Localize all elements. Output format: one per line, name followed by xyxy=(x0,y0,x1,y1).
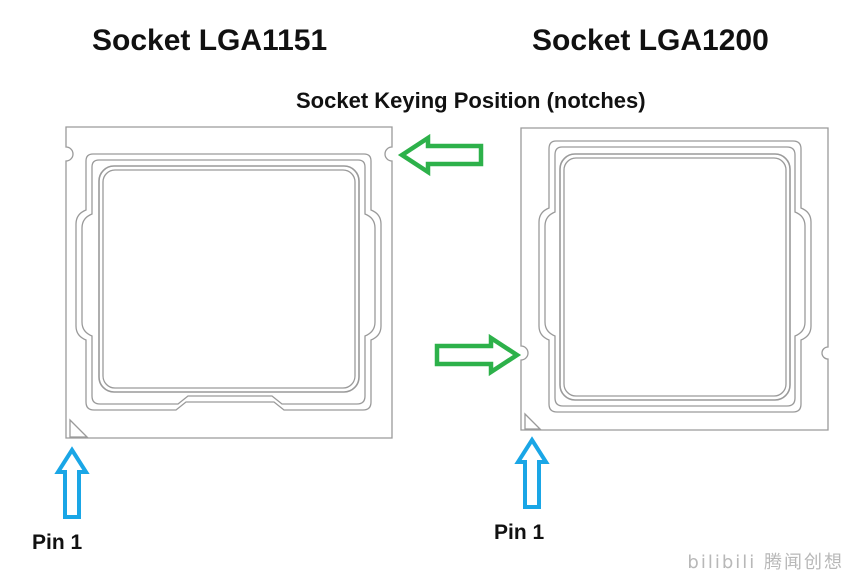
lga1151-title: Socket LGA1151 xyxy=(92,24,328,57)
lga1200-substrate-outline xyxy=(520,127,829,431)
pin1-label-lga1151: Pin 1 xyxy=(32,531,83,554)
lga1151-die-plate-inner xyxy=(102,169,356,389)
lga1151-ihs-inner-contour xyxy=(81,159,376,405)
lga1200-die-plate-inner xyxy=(563,157,787,397)
lga1151-die-plate xyxy=(98,165,360,393)
lga1151-cpu xyxy=(65,126,393,439)
lga1151-ihs-outer-contour xyxy=(75,153,382,411)
keying-position-caption: Socket Keying Position (notches) xyxy=(296,88,646,113)
lga1200-die-plate xyxy=(559,153,791,401)
lga1200-ihs-inner-contour xyxy=(544,146,806,407)
lga1200-pin1-triangle xyxy=(524,412,542,430)
lga1151-pin1-triangle xyxy=(69,418,89,438)
arrow-right-icon xyxy=(434,333,522,377)
lga1200-cpu xyxy=(520,127,829,431)
arrow-up-icon xyxy=(54,446,90,519)
pin1-label-lga1200: Pin 1 xyxy=(494,521,545,544)
lga1200-ihs-outer-contour xyxy=(538,140,812,413)
arrow-up-icon xyxy=(514,436,550,509)
lga1151-substrate-outline xyxy=(65,126,393,439)
lga1200-title: Socket LGA1200 xyxy=(532,24,769,57)
arrow-left-icon xyxy=(397,133,484,177)
watermark: bilibili 腾闻创想 xyxy=(687,552,844,573)
